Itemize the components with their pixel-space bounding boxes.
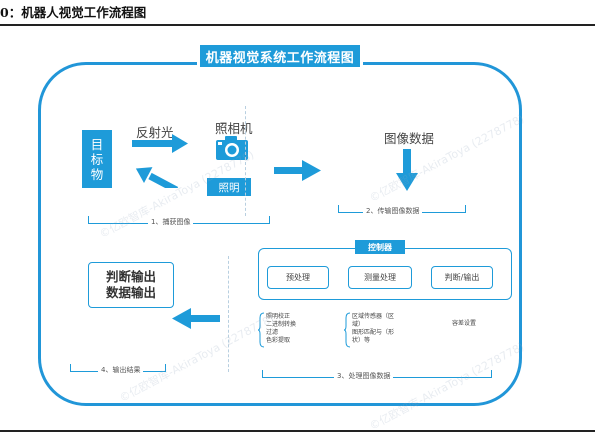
- reflected-light-arrow: [132, 134, 188, 153]
- preprocess-box: 预处理: [267, 266, 329, 289]
- detail-line: 色彩提取: [266, 337, 291, 344]
- diagram-frame: [38, 62, 522, 406]
- detail-line: 域）: [352, 321, 365, 328]
- detail-line: 状）等: [352, 337, 371, 344]
- target-object-box: 目 标 物: [82, 130, 112, 188]
- camera-label: 照相机: [215, 121, 253, 136]
- result-box: 判断输出 数据输出: [88, 262, 174, 308]
- down-arrow: [396, 149, 418, 191]
- judge-details: 容差设置: [452, 320, 477, 327]
- measure-brace: [344, 312, 351, 348]
- divider-top: [245, 106, 246, 216]
- light-arrows: [132, 134, 188, 188]
- measure-box: 测量处理: [348, 266, 412, 289]
- target-char-1: 目: [90, 136, 104, 152]
- detail-line: 二进制转换: [266, 321, 297, 328]
- image-data-label: 图像数据: [384, 131, 435, 146]
- transfer-arrow: [274, 160, 321, 181]
- lighting-box: 照明: [207, 178, 251, 196]
- stage3-label: 3、处理图像数据: [334, 371, 394, 381]
- top-rule: [0, 24, 595, 26]
- controller-title: 控制器: [355, 240, 405, 254]
- target-char-2: 标: [90, 151, 104, 167]
- result-line-1: 判断输出: [105, 269, 156, 284]
- page-title: 0：机器人视觉工作流程图: [0, 5, 147, 20]
- camera-icon: [216, 136, 248, 160]
- stage4-label: 4、输出结果: [98, 365, 144, 375]
- detail-line: 图形匹配与（形: [352, 329, 395, 336]
- measure-details: 区域传感器（区 域） 图形匹配与（形 状）等: [352, 313, 394, 345]
- illumination-arrow: [135, 167, 179, 188]
- detail-line: 区域传感器（区: [352, 313, 395, 320]
- stage2-label: 2、传输图像数据: [363, 206, 423, 216]
- detail-line: 过滤: [266, 329, 279, 336]
- preprocess-brace: [258, 312, 265, 348]
- result-line-2: 数据输出: [105, 285, 156, 300]
- output-arrow: [172, 308, 220, 329]
- diagram-title: 机器视觉系统工作流程图: [197, 42, 363, 70]
- reflected-light-label: 反射光: [136, 125, 174, 140]
- detail-line: 照明校正: [266, 313, 291, 320]
- judge-output-box: 判断/输出: [431, 266, 493, 289]
- preprocess-details: 照明校正 二进制转换 过滤 色彩提取: [266, 313, 296, 345]
- stage1-label: 1、捕获图像: [148, 217, 194, 227]
- bottom-rule: [0, 430, 595, 432]
- target-char-3: 物: [90, 166, 104, 182]
- divider-bottom: [228, 256, 229, 372]
